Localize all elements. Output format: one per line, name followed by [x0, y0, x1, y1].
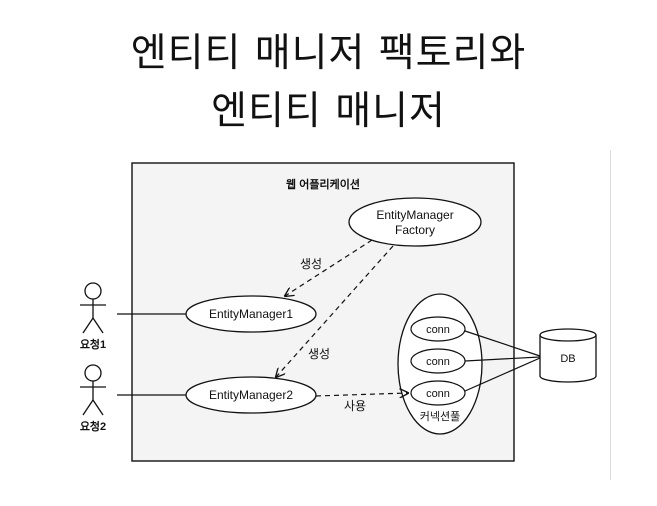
conn-label-2: conn	[426, 356, 450, 368]
db-label: DB	[560, 353, 575, 365]
entity-manager-factory-node	[348, 197, 482, 247]
boundary-label: 웹 어플리케이션	[286, 177, 360, 191]
entity-manager-1-node	[185, 295, 317, 333]
conn2-to-db-line	[464, 356, 541, 362]
actor-request-1-label: 요청1	[80, 337, 106, 351]
actor-request-2-icon	[80, 364, 106, 416]
create-label-1: 생성	[300, 257, 322, 271]
conn1-to-db-line	[464, 330, 541, 357]
conn-node-1	[410, 316, 466, 342]
factory-label-line-2: Factory	[395, 223, 435, 237]
slide-divider-line	[610, 150, 611, 480]
page-title-line-2: 엔티티 매니저	[211, 89, 446, 134]
actor-request-2-label: 요청2	[80, 419, 106, 433]
actor-request-1-icon	[80, 282, 106, 334]
em2-label: EntityManager2	[209, 388, 293, 402]
conn-node-3	[410, 380, 466, 406]
create-arrow-em2	[276, 245, 394, 377]
use-arrow-em2-to-conn	[315, 393, 408, 396]
use-label: 사용	[344, 399, 366, 413]
entity-manager-2-node	[185, 376, 317, 414]
factory-label-line-1: EntityManager	[376, 208, 453, 222]
em1-label: EntityManager1	[209, 307, 293, 321]
conn-label-3: conn	[426, 388, 450, 400]
conn-label-1: conn	[426, 324, 450, 336]
database-cylinder-icon	[539, 328, 597, 383]
create-label-2: 생성	[308, 347, 330, 361]
conn3-to-db-line	[464, 357, 541, 392]
page-title-line-1: 엔티티 매니저 팩토리와	[130, 31, 527, 76]
connection-pool-label: 커넥션풀	[420, 410, 460, 423]
